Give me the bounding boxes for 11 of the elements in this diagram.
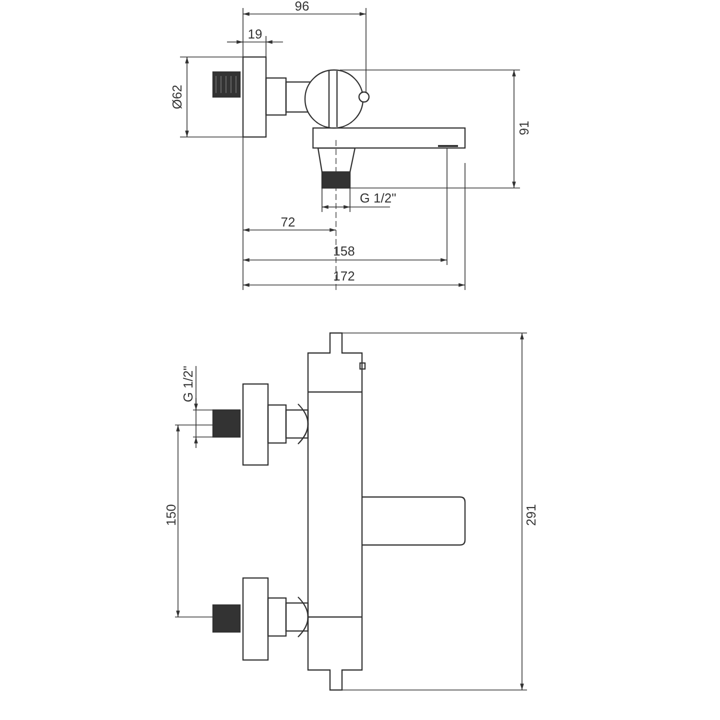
dimension-label: 158 [333,244,355,258]
dimension-label: 72 [280,216,296,228]
dimension-label: 91 [518,120,530,136]
dimension-label: 291 [524,504,538,526]
dimension-label: 96 [294,0,310,12]
dimension-label: G 1/2" [360,192,396,204]
dimension-label: 19 [248,28,262,40]
dimension-label: 150 [164,504,178,526]
dimension-label: 172 [333,270,355,282]
dimension-label: Ø62 [170,84,184,110]
dimension-label: G 1/2" [182,366,194,402]
